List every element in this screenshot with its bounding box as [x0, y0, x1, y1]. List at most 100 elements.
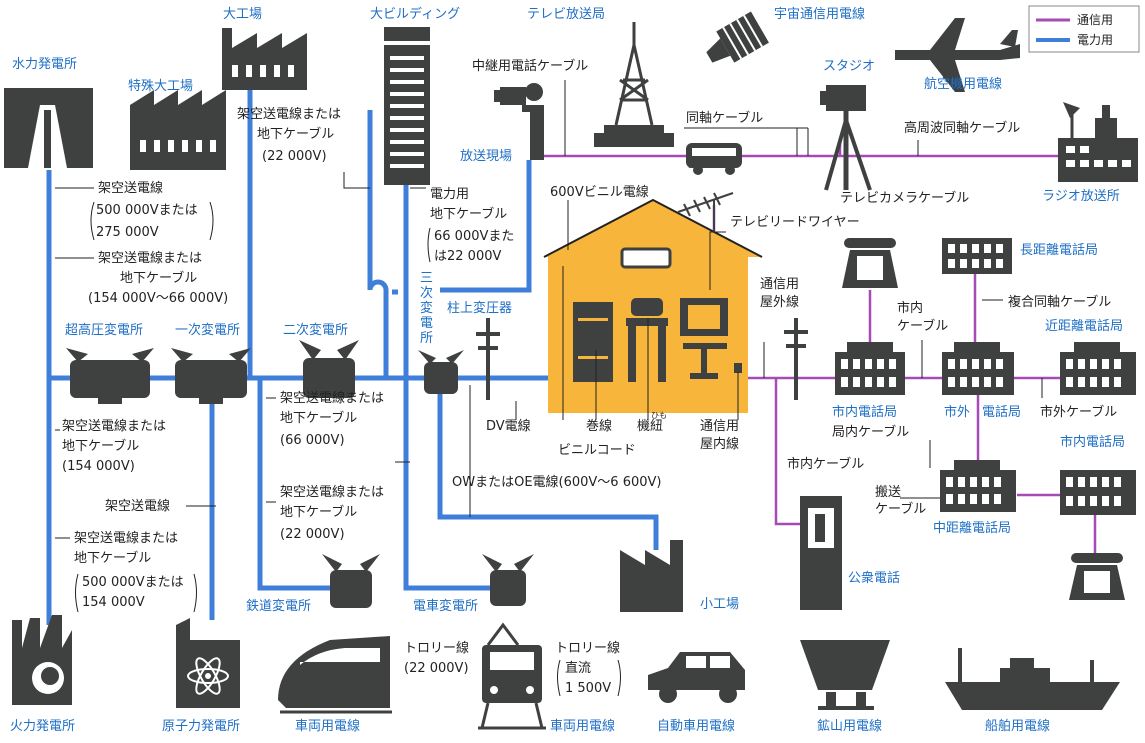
underground-label-2: 地下ケーブル: [430, 206, 507, 222]
mine-cable-label: 鉱山用電線: [817, 718, 882, 734]
ship-cable-label: 船舶用電線: [985, 718, 1050, 734]
sec-line-4: 架空送電線または: [280, 484, 384, 500]
hf-coax-label: 高周波同軸ケーブル: [904, 120, 1020, 136]
tertiary-char-5: 所: [420, 331, 433, 346]
pole-transformer-label: 柱上変圧器: [447, 300, 512, 316]
tv-station-label: テレビ放送局: [527, 7, 605, 22]
primary-substation-label: 一次変電所: [175, 322, 240, 338]
sec-line-6: (22 000V): [280, 527, 345, 542]
comm-indoor-label-2: 屋内線: [700, 436, 739, 452]
sec-line-3: (66 000V): [280, 433, 345, 448]
big-factory-cable-3: (22 000V): [262, 149, 327, 164]
electric-train-icon: [478, 622, 546, 730]
mine-cart-icon: [800, 640, 890, 710]
mid-exchange-label: 中距離電話局: [933, 520, 1011, 536]
coax-label: 同軸ケーブル: [686, 110, 763, 126]
ship-icon: [945, 648, 1120, 710]
prim-line-3: (154 000V): [62, 459, 135, 474]
house: [543, 192, 763, 413]
thermal-line-4: 154 000V: [82, 595, 145, 610]
secondary-substation-label: 二次変電所: [283, 322, 348, 338]
tv-tower-icon: [594, 22, 674, 147]
vehicle-cable-label-2: 車両用電線: [550, 718, 615, 734]
public-phone-icon: [800, 496, 842, 610]
overhead-label: 架空送電線: [105, 498, 170, 514]
carrier-label-1: 搬送: [875, 485, 901, 500]
radio-station-icon: [1058, 102, 1138, 182]
telephone-icon: [842, 238, 898, 288]
ow-oe-label: OWまたはOE電線(600V～6 600V): [452, 474, 662, 490]
hydro-line-1: 架空送電線: [98, 180, 163, 196]
trolley2-label-2: 直流: [565, 661, 591, 676]
prim-line-1: 架空送電線または: [62, 418, 166, 434]
special-factory-label: 特殊大工場: [128, 79, 193, 94]
tertiary-char-3: 変: [420, 300, 433, 316]
trolley1-label-2: (22 000V): [404, 661, 469, 676]
small-factory-icon: [620, 540, 683, 612]
public-phone-label: 公衆電話: [848, 570, 900, 586]
prim-line-2: 地下ケーブル: [62, 438, 139, 454]
comm-indoor-label-1: 通信用: [700, 419, 739, 434]
thermal-line-3: 500 000Vまたは: [82, 575, 184, 590]
underground-label-1: 電力用: [430, 187, 469, 202]
long-exchange-label: 長距離電話局: [1020, 242, 1098, 258]
utility-pole-icons: [476, 318, 808, 400]
underground-label-4: は22 000V: [434, 249, 501, 264]
thermal-line-1: 架空送電線または: [74, 530, 178, 546]
car-icon: [648, 652, 745, 703]
vinyl-cord-label: ビニルコード: [558, 443, 636, 458]
broadcast-site-label: 放送現場: [460, 149, 512, 164]
magnet-wire-label: 巻線: [586, 418, 612, 434]
tertiary-char-1: 三: [420, 271, 433, 286]
tv-lead-label: テレビリードワイヤー: [730, 215, 860, 230]
railway-substation-label: 鉄道変電所: [246, 598, 311, 614]
super-line-3: (154 000V～66 000V): [88, 291, 228, 306]
hydro-line-2: 500 000Vまたは: [96, 203, 198, 218]
telephone-icon-2: [1069, 553, 1125, 600]
bullet-train-icon: [278, 636, 392, 714]
tertiary-char-4: 電: [420, 316, 433, 331]
small-factory-label: 小工場: [700, 597, 739, 612]
radio-label: ラジオ放送所: [1042, 189, 1120, 204]
city-exchange-label-2: 市内電話局: [1060, 434, 1125, 450]
vehicle-cable-label-1: 車両用電線: [295, 718, 360, 734]
carrier-label-2: ケーブル: [875, 501, 926, 517]
transformer-icons: [66, 340, 534, 608]
outer-cable-label: 市外ケーブル: [1040, 404, 1117, 420]
tv-camera-icon: [820, 85, 872, 191]
super-line-1: 架空送電線または: [98, 250, 202, 266]
bus-icon: [686, 143, 742, 175]
legend-comm-label: 通信用: [1077, 13, 1113, 27]
hydro-label: 水力発電所: [12, 57, 77, 72]
legend: 通信用 電力用: [1028, 5, 1140, 53]
relay-cable-label: 中継用電話ケーブル: [472, 58, 588, 74]
special-factory-icon: [130, 90, 226, 170]
tram-substation-label: 電車変電所: [413, 598, 478, 614]
sec-line-5: 地下ケーブル: [280, 504, 357, 520]
trolley2-label-3: 1 500V: [565, 681, 611, 696]
satellite-icon: [706, 11, 769, 63]
cord-label: 機紐: [637, 419, 663, 434]
sec-line-1: 架空送電線または: [280, 390, 384, 406]
cord-ruby: ひも: [651, 411, 667, 420]
facility-labels: 水力発電所 大工場 大ビルディング テレビ放送局 宇宙通信用電線 スタジオ 航空…: [10, 6, 1125, 734]
near-exchange-label: 近距離電話局: [1045, 318, 1123, 334]
outer-exchange-label-b: 電話局: [982, 404, 1021, 420]
underground-label-3: 66 000Vまた: [434, 229, 514, 244]
city-exchange-label: 市内電話局: [832, 404, 897, 420]
nuclear-label: 原子力発電所: [162, 719, 240, 734]
legend-power-label: 電力用: [1077, 33, 1113, 47]
trolley1-label-1: トロリー線: [404, 640, 469, 656]
hydro-line-3: 275 000V: [96, 225, 159, 240]
studio-label: スタジオ: [823, 59, 875, 74]
tertiary-char-2: 次: [420, 285, 433, 301]
thermal-label: 火力発電所: [10, 719, 75, 734]
cable-labels: 中継用電話ケーブル 同軸ケーブル 高周波同軸ケーブル テレビカメラケーブル 60…: [62, 58, 1117, 697]
composite-coax-label: 複合同軸ケーブル: [1008, 294, 1111, 310]
building-label: 大ビルディング: [370, 6, 460, 22]
aircraft-label: 航空機用電線: [924, 76, 1002, 92]
camera-cable-label: テレビカメラケーブル: [840, 190, 969, 206]
car-cable-label: 自動車用電線: [657, 718, 735, 734]
comm-outdoor-label-1: 通信用: [760, 277, 799, 292]
